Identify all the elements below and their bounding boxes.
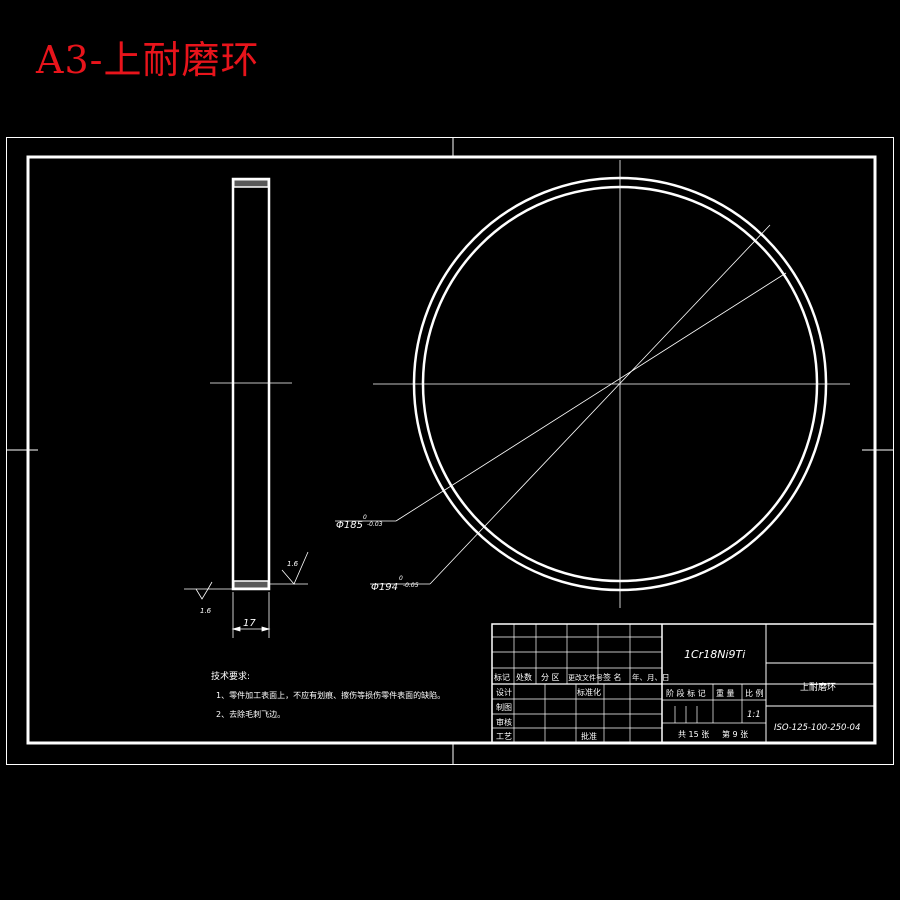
tech-req-item-1: 1、零件加工表面上，不应有划痕、擦伤等损伤零件表面的缺陷。	[216, 690, 445, 700]
diameter-dimension-185: Φ185 0 -0.03	[335, 272, 787, 531]
svg-text:0: 0	[399, 575, 403, 582]
approval-label: 批准	[581, 731, 597, 741]
role-review: 审核	[496, 717, 512, 727]
svg-text:1.6: 1.6	[287, 560, 299, 568]
svg-text:更改文件号: 更改文件号	[568, 673, 603, 682]
svg-text:Φ194: Φ194	[371, 582, 398, 593]
svg-text:比 例: 比 例	[745, 688, 764, 698]
title-block-text: 标记 处数 分 区 更改文件号 签 名 年、月、日 设计 制图 审核 工艺 标准…	[494, 648, 860, 741]
role-drafting: 制图	[496, 702, 512, 712]
svg-text:1.6: 1.6	[200, 607, 212, 615]
technical-requirements: 技术要求: 1、零件加工表面上，不应有划痕、擦伤等损伤零件表面的缺陷。 2、去除…	[211, 670, 445, 719]
title-block	[491, 623, 875, 744]
tech-req-heading: 技术要求:	[211, 670, 250, 682]
svg-text:Φ185: Φ185	[336, 520, 363, 531]
scale-value: 1:1	[747, 710, 761, 720]
svg-text:标记: 标记	[494, 672, 510, 682]
svg-text:重 量: 重 量	[716, 688, 735, 698]
sheets-total: 共 15 张	[678, 730, 709, 739]
material-label: 1Cr18Ni9Ti	[684, 648, 745, 661]
svg-text:-0.03: -0.03	[367, 521, 383, 528]
standardization-label: 标准化	[577, 687, 601, 697]
width-dimension: 17	[231, 592, 271, 638]
tech-req-item-2: 2、去除毛刺飞边。	[216, 709, 285, 719]
svg-text:年、月、日: 年、月、日	[632, 672, 670, 682]
drawing-title: A3-上耐磨环	[36, 38, 260, 82]
drawing-number: ISO-125-100-250-04	[774, 723, 860, 733]
diameter-dimension-194: Φ194 0 -0.05	[370, 224, 771, 593]
svg-text:-0.05: -0.05	[403, 582, 419, 589]
role-design: 设计	[496, 687, 512, 697]
roughness-symbol-bottom: 1.6	[184, 581, 270, 615]
sheet-number: 第 9 张	[722, 729, 748, 739]
part-name: 上耐磨环	[800, 681, 836, 693]
front-view-ring	[373, 160, 850, 608]
svg-text:0: 0	[363, 514, 367, 521]
width-dimension-value: 17	[243, 618, 256, 629]
side-section-view	[210, 177, 292, 591]
drawing-frame	[6, 137, 894, 765]
svg-text:阶 段 标 记: 阶 段 标 记	[666, 688, 706, 698]
svg-text:签 名: 签 名	[603, 672, 622, 682]
role-process: 工艺	[496, 732, 512, 741]
roughness-symbol-side: 1.6	[270, 551, 309, 585]
svg-text:处数: 处数	[516, 672, 532, 682]
svg-text:分 区: 分 区	[541, 673, 560, 682]
